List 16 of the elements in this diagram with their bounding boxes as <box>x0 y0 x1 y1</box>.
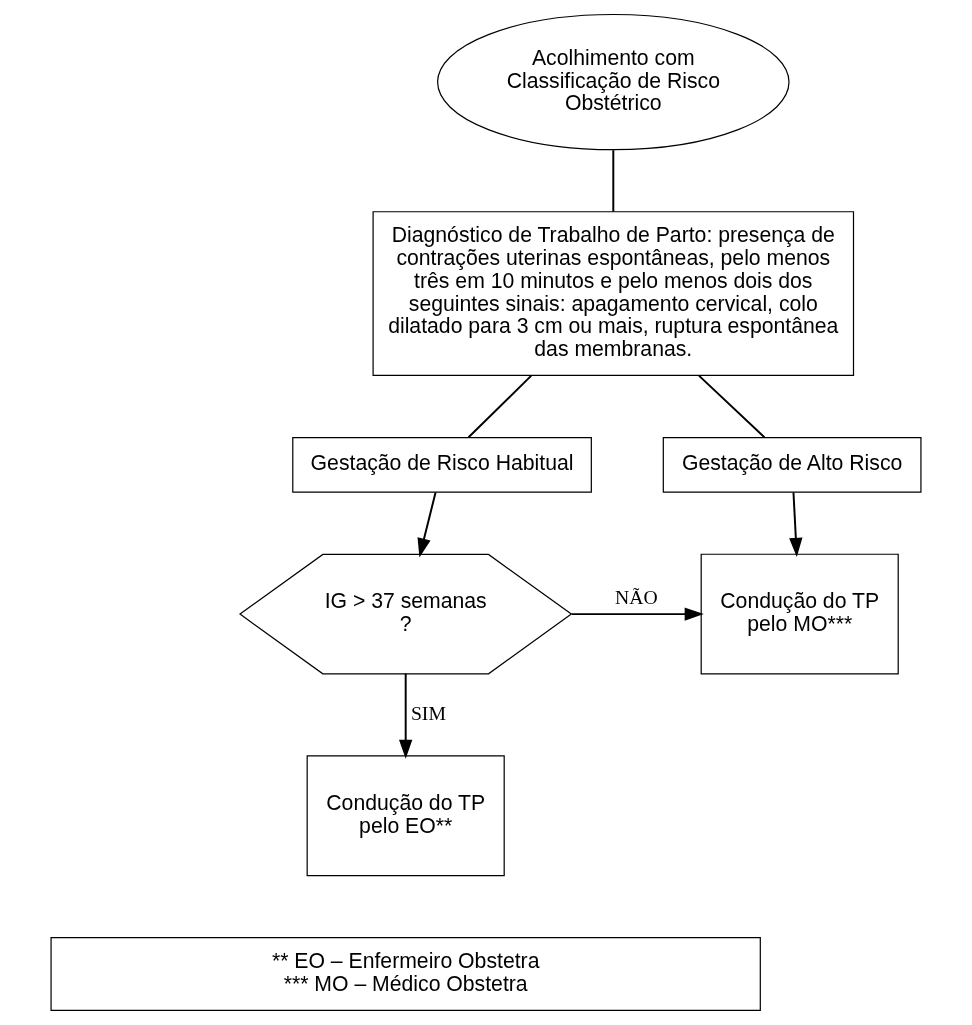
node-box: ** EO – Enfermeiro Obstetra *** MO – Médico Obstetra <box>50 937 761 1011</box>
connector <box>467 374 533 439</box>
arrow <box>570 607 704 621</box>
node-box: Gestação de Alto Risco <box>662 436 922 493</box>
node-box: Condução do TP pelo MO*** <box>700 553 899 675</box>
connector <box>698 374 766 439</box>
connector <box>612 149 615 213</box>
arrow <box>399 672 413 759</box>
edge-label: SIM <box>410 702 446 725</box>
edge-label: NÃO <box>615 586 658 609</box>
node-box: Diagnóstico de Trabalho de Parto: presença de contrações uterinas espontâneas, pelo menos três em 10 minutos e pelo menos dois dos seguintes sinais: apagamento cervical, colo dilatado para 3 cm ou mais, ruptura espontânea das membranas. <box>372 211 855 377</box>
node-box: Condução do TP pelo EO** <box>306 755 505 877</box>
arrow <box>789 491 803 557</box>
node-box: Gestação de Risco Habitual <box>292 436 592 493</box>
arrow <box>417 491 437 558</box>
node-ellipse: Acolhimento com Classificação de Risco Obstétrico <box>437 13 790 151</box>
